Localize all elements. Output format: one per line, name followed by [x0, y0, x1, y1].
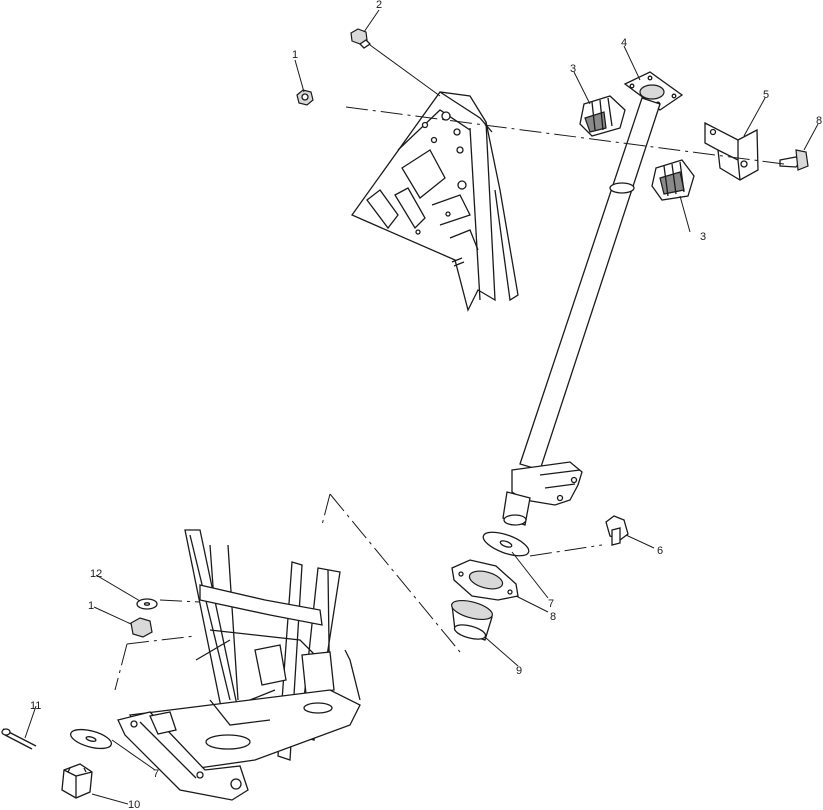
callout-8-lower: 8 — [550, 611, 556, 623]
callout-6: 6 — [657, 545, 663, 557]
castle-nut-10 — [61, 763, 93, 799]
steering-post — [502, 71, 684, 526]
callout-7-left: 7 — [153, 768, 159, 780]
bolt-2 — [350, 28, 372, 49]
washer-12 — [136, 598, 158, 610]
lower-frame — [117, 529, 361, 801]
washer-7-right — [482, 531, 530, 557]
callout-2: 2 — [376, 0, 382, 11]
flange-plate-8 — [451, 559, 519, 601]
bolt-6 — [605, 515, 629, 546]
cotter-pin-11 — [1, 728, 37, 750]
washer-7-left — [69, 728, 113, 750]
callout-10: 10 — [128, 799, 140, 810]
callout-4: 4 — [621, 37, 627, 49]
nut-1-upper — [296, 89, 314, 106]
bolt-8 — [779, 149, 809, 171]
bracket-5 — [704, 121, 759, 181]
callout-1-lower: 1 — [88, 600, 94, 612]
callout-8-upper: 8 — [816, 115, 822, 127]
callout-11: 11 — [30, 700, 41, 712]
callout-1-upper: 1 — [292, 49, 298, 61]
leader-lines — [24, 9, 819, 805]
callout-3-lower: 3 — [700, 231, 706, 243]
callout-5: 5 — [763, 89, 769, 101]
nut-1-lower — [130, 617, 153, 638]
callout-9: 9 — [516, 665, 522, 677]
callout-7-right: 7 — [548, 598, 554, 610]
callout-3-upper: 3 — [570, 63, 576, 75]
centerlines — [114, 106, 785, 691]
callout-labels: 1 2 3 3 4 5 8 6 7 8 9 12 1 11 7 10 — [30, 0, 822, 810]
bushing-clamp-upper — [579, 95, 626, 137]
callout-12: 12 — [90, 568, 102, 580]
upper-frame-panel — [351, 91, 519, 312]
bushing-clamp-lower — [651, 159, 695, 201]
bushing-9 — [451, 599, 493, 641]
